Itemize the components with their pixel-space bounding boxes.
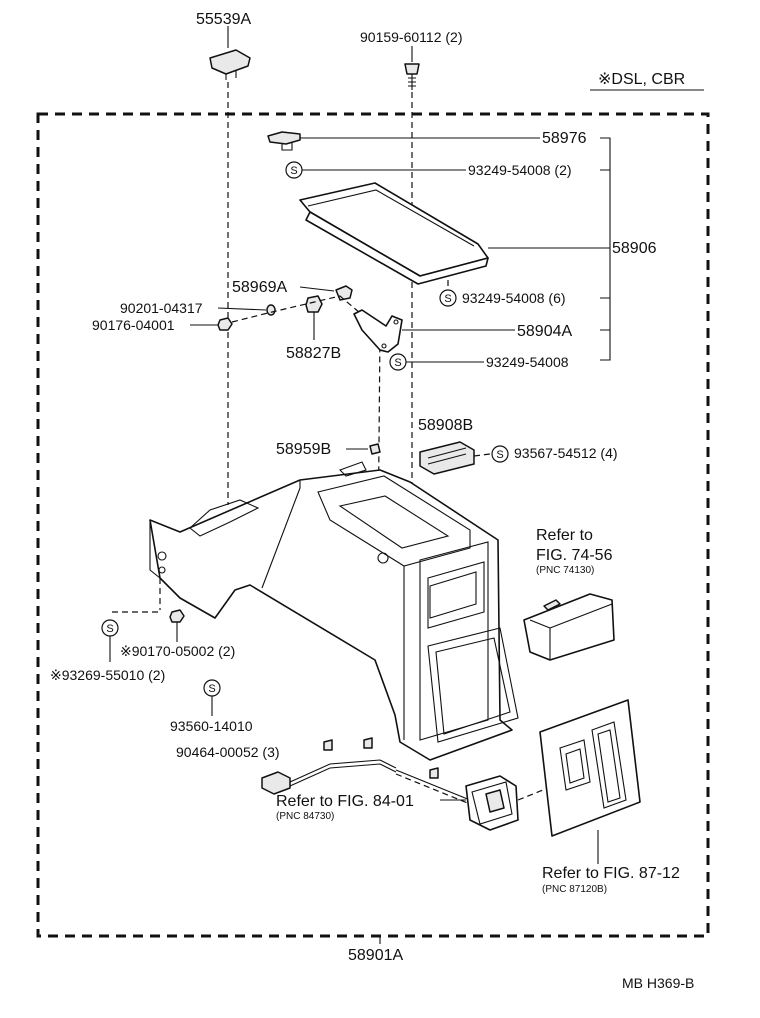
label-55539A: 55539A bbox=[196, 11, 251, 28]
part-90159-bolt bbox=[404, 63, 420, 90]
label-93269-55010: ※93269-55010 (2) bbox=[50, 667, 165, 683]
label-58908B: 58908B bbox=[418, 417, 473, 434]
screw-symbol-f-text: S bbox=[208, 683, 215, 695]
part-harness bbox=[261, 759, 471, 805]
part-58976-hinge bbox=[267, 131, 301, 151]
screw-symbol-d bbox=[491, 445, 509, 463]
label-58904A: 58904A bbox=[517, 323, 572, 340]
part-58908B-plate bbox=[419, 441, 475, 475]
ref-84: Refer to FIG. 84-01 bbox=[276, 793, 414, 810]
label-93249-54008: 93249-54008 bbox=[486, 354, 569, 370]
leader-58969A bbox=[299, 286, 335, 292]
part-84730-switch bbox=[465, 775, 519, 831]
label-90201-04317: 90201-04317 bbox=[120, 300, 203, 316]
label-93567-54512: 93567-54512 (4) bbox=[514, 445, 618, 461]
label-58969A: 58969A bbox=[232, 279, 287, 296]
part-90201-washer bbox=[266, 304, 276, 316]
part-55539A-clip bbox=[209, 49, 251, 80]
screw-symbol-c-text: S bbox=[394, 357, 401, 369]
ref-87: Refer to FIG. 87-12 bbox=[542, 865, 680, 882]
clip-c bbox=[429, 767, 439, 779]
screw-symbol-b bbox=[439, 289, 457, 307]
dash-93567 bbox=[473, 453, 491, 457]
label-90464-00052: 90464-00052 (3) bbox=[176, 744, 280, 760]
label-90176-04001: 90176-04001 bbox=[92, 317, 175, 333]
dash-hinge-line bbox=[231, 295, 381, 557]
label-58959B: 58959B bbox=[276, 441, 331, 458]
part-87120B-panel bbox=[539, 699, 641, 837]
ref-74-pnc: (PNC 74130) bbox=[536, 565, 594, 576]
screw-symbol-e-text: S bbox=[106, 623, 113, 635]
leader-90201 bbox=[217, 307, 267, 311]
part-58906-armrest-lid bbox=[299, 182, 489, 285]
ref-84-pnc: (PNC 84730) bbox=[276, 811, 334, 822]
screw-symbol-a-text: S bbox=[290, 165, 297, 177]
drawing-code: MB H369-B bbox=[622, 975, 694, 991]
screw-symbol-b-text: S bbox=[444, 293, 451, 305]
label-58901A: 58901A bbox=[348, 947, 403, 964]
part-58904A-bracket bbox=[353, 309, 403, 353]
clip-a bbox=[323, 739, 333, 751]
variant-note: ※DSL, CBR bbox=[598, 71, 685, 88]
part-58969A-pin bbox=[335, 285, 353, 301]
ref-74-line1: Refer to bbox=[536, 527, 593, 544]
label-58976: 58976 bbox=[542, 130, 587, 147]
label-58827B: 58827B bbox=[286, 345, 341, 362]
part-58901A-console-body bbox=[149, 461, 519, 761]
assembly-frame bbox=[36, 112, 710, 938]
part-58959B bbox=[369, 443, 381, 455]
screw-symbol-d-text: S bbox=[496, 449, 503, 461]
bracket-58906 bbox=[600, 137, 611, 361]
clip-b bbox=[363, 737, 373, 749]
part-74130-box bbox=[523, 593, 615, 661]
part-90170-nut bbox=[169, 609, 185, 623]
label-90159-60112: 90159-60112 (2) bbox=[360, 29, 462, 45]
part-90176-nut bbox=[217, 317, 233, 331]
ref-87-pnc: (PNC 87120B) bbox=[542, 884, 607, 895]
label-93560-14010: 93560-14010 bbox=[170, 718, 253, 734]
label-93249-54008-2: 93249-54008 (2) bbox=[468, 162, 572, 178]
part-58827B-cushion bbox=[305, 295, 323, 313]
label-58906: 58906 bbox=[612, 240, 657, 257]
label-90170-05002: ※90170-05002 (2) bbox=[120, 643, 235, 659]
ref-74-line2: FIG. 74-56 bbox=[536, 547, 613, 564]
label-93249-54008-6: 93249-54008 (6) bbox=[462, 290, 566, 306]
